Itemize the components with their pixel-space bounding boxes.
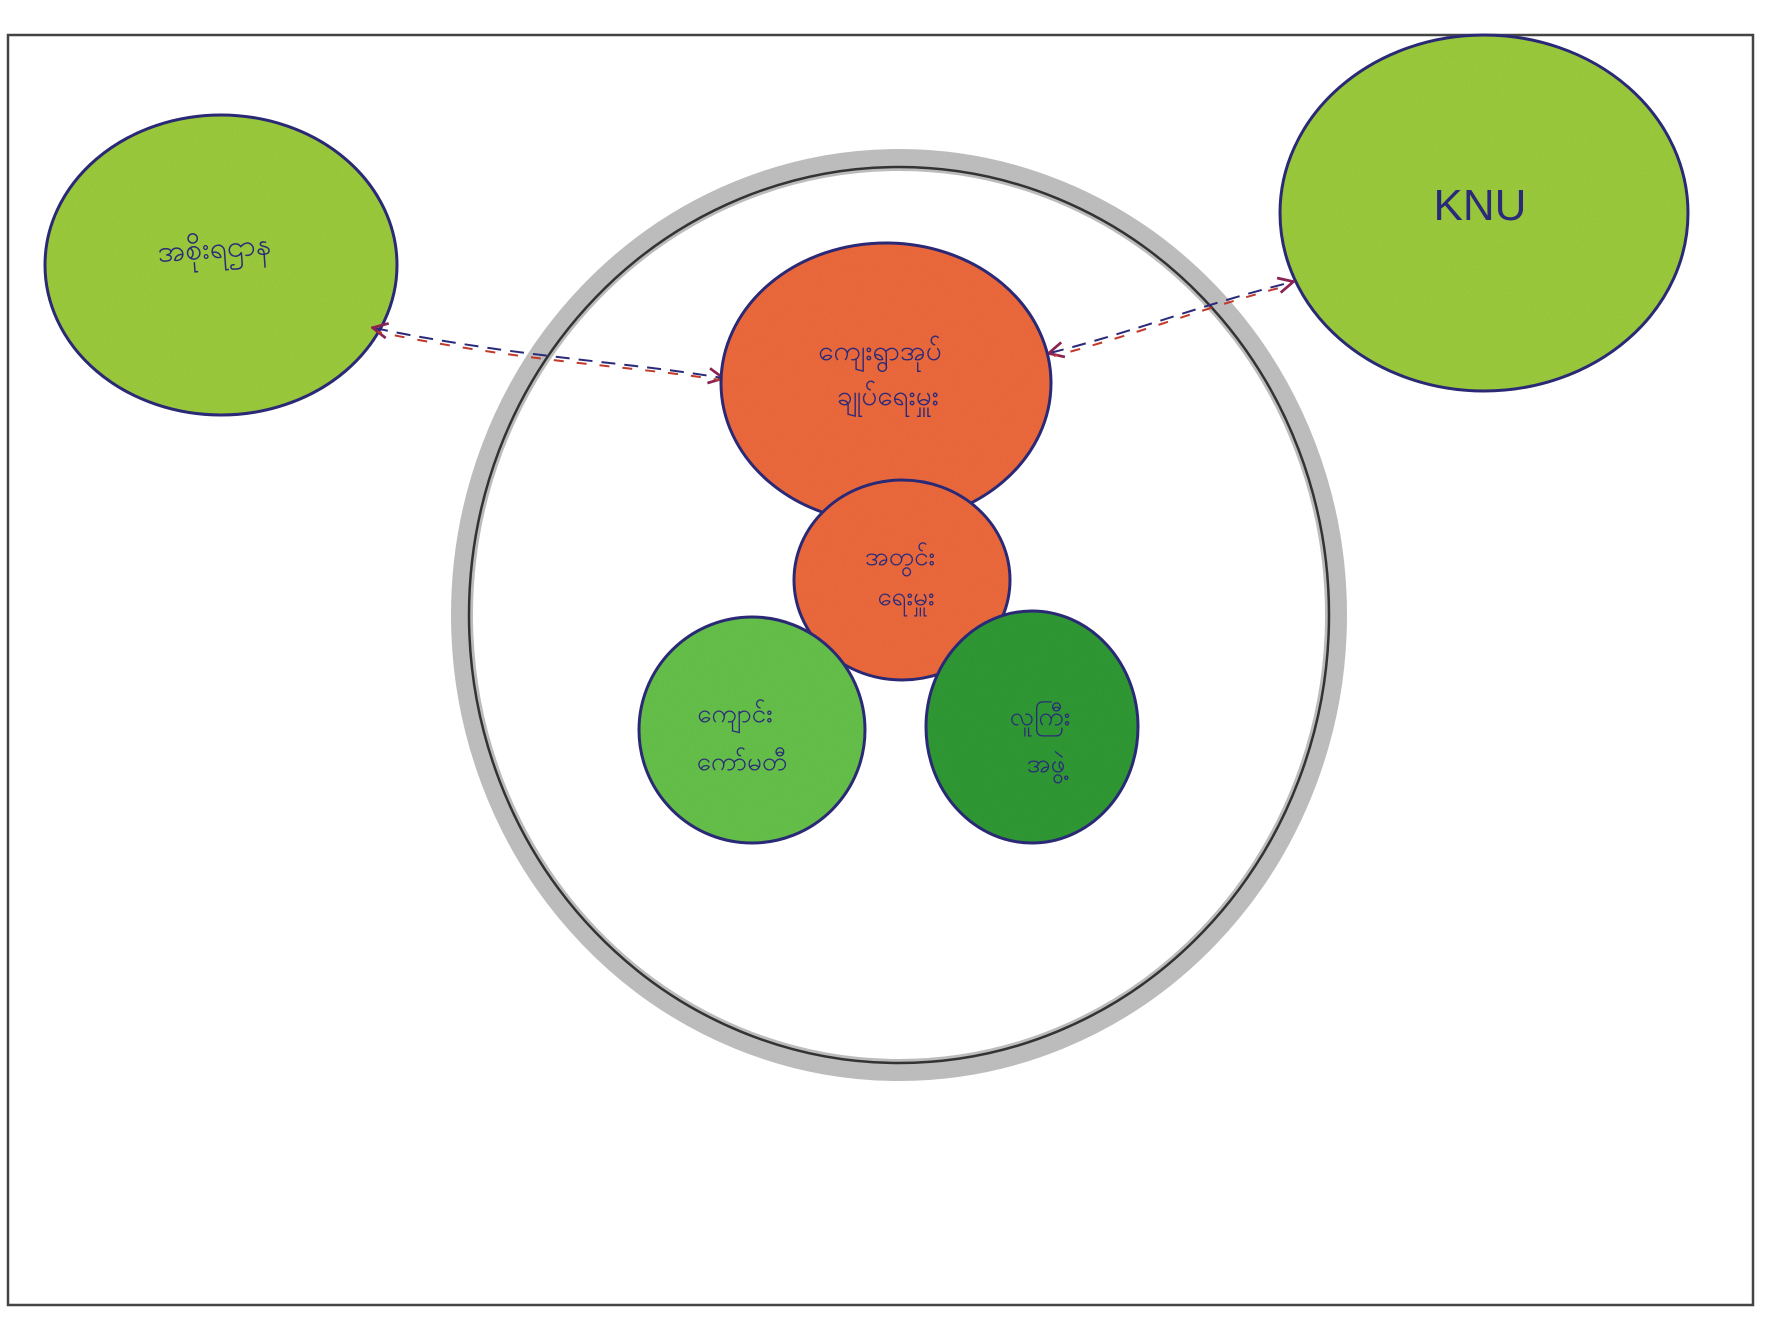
school-committee-label-line1: ကျောင်း	[697, 698, 772, 734]
village-leaders-node: ကျေးရွာအုပ် ချုပ်ရေးမှူး	[719, 241, 1053, 525]
elders-node: လူကြီး အဖွဲ့	[924, 609, 1140, 845]
knu-label: KNU	[1434, 181, 1527, 230]
knu-node: KNU	[1278, 33, 1690, 393]
community-ring	[451, 149, 1347, 1081]
secretary-label-line2: ရေးမှူး	[877, 582, 934, 617]
secretary-label-line1: အတွင်း	[865, 541, 935, 577]
link-leaders-to-knu	[1050, 282, 1292, 356]
village-leaders-label-line2: ချုပ်ရေးမှူး	[837, 378, 939, 418]
elders-label-line1: လူကြီး	[1010, 699, 1071, 737]
link-left-to-leaders	[374, 328, 722, 380]
school-committee-label-line2: ကော်မတီ	[697, 746, 788, 777]
secretary-node: အတွင်း ရေးမှူး	[792, 478, 1012, 682]
school-committee-node: ကျောင်း ကော်မတီ	[637, 615, 867, 845]
elders-label-line2: အဖွဲ့	[1027, 749, 1069, 784]
village-leaders-label-line1: ကျေးရွာအုပ်	[818, 333, 941, 373]
government-department-node: အစိုးရဌာန	[43, 113, 399, 417]
